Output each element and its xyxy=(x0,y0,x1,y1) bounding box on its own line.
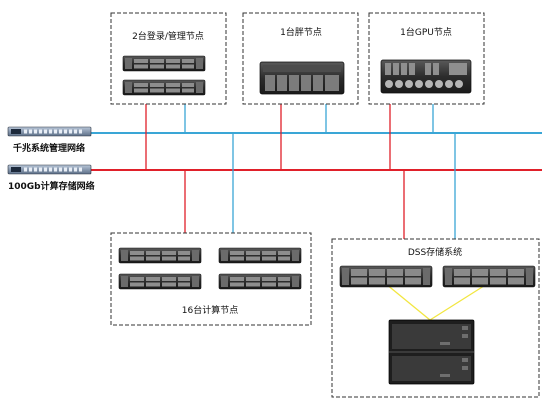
compute-node-links xyxy=(184,133,234,233)
gpu-server xyxy=(380,59,472,94)
compute-node-label: 16台计算节点 xyxy=(182,304,238,316)
dss-storage-group: DSS存储系统 xyxy=(331,238,540,398)
login-server-1 xyxy=(122,55,206,72)
gpu-node-links xyxy=(389,104,434,170)
login-node-group: 2台登录/管理节点 xyxy=(110,12,227,105)
compute-server-4 xyxy=(218,273,302,290)
fat-node-group: 1台胖节点 xyxy=(242,12,359,105)
compute-server-3 xyxy=(118,273,202,290)
dss-controller-1 xyxy=(339,265,433,288)
dss-disk-enclosure xyxy=(388,319,475,385)
login-node-label: 2台登录/管理节点 xyxy=(132,30,204,42)
mgmt-switch xyxy=(7,126,92,137)
dss-controller-link-right xyxy=(429,283,488,321)
dss-storage-label: DSS存储系统 xyxy=(408,246,462,258)
fat-node-label: 1台胖节点 xyxy=(280,26,322,38)
gpu-node-group: 1台GPU节点 xyxy=(368,12,485,105)
compute-server-2 xyxy=(218,247,302,264)
storage-switch xyxy=(7,164,92,175)
login-node-links xyxy=(145,104,186,170)
dss-controller-2 xyxy=(442,265,536,288)
gpu-node-label: 1台GPU节点 xyxy=(400,26,452,38)
login-server-2 xyxy=(122,79,206,96)
dss-links xyxy=(403,133,456,239)
compute-node-group: 16台计算节点 xyxy=(110,232,312,326)
mgmt-network-label: 千兆系统管理网络 xyxy=(13,142,85,154)
fat-node-links xyxy=(280,104,327,170)
dss-controller-link-left xyxy=(385,283,431,321)
storage-network-label: 100Gb计算存储网络 xyxy=(8,180,95,192)
fat-server xyxy=(259,61,345,95)
compute-server-1 xyxy=(118,247,202,264)
